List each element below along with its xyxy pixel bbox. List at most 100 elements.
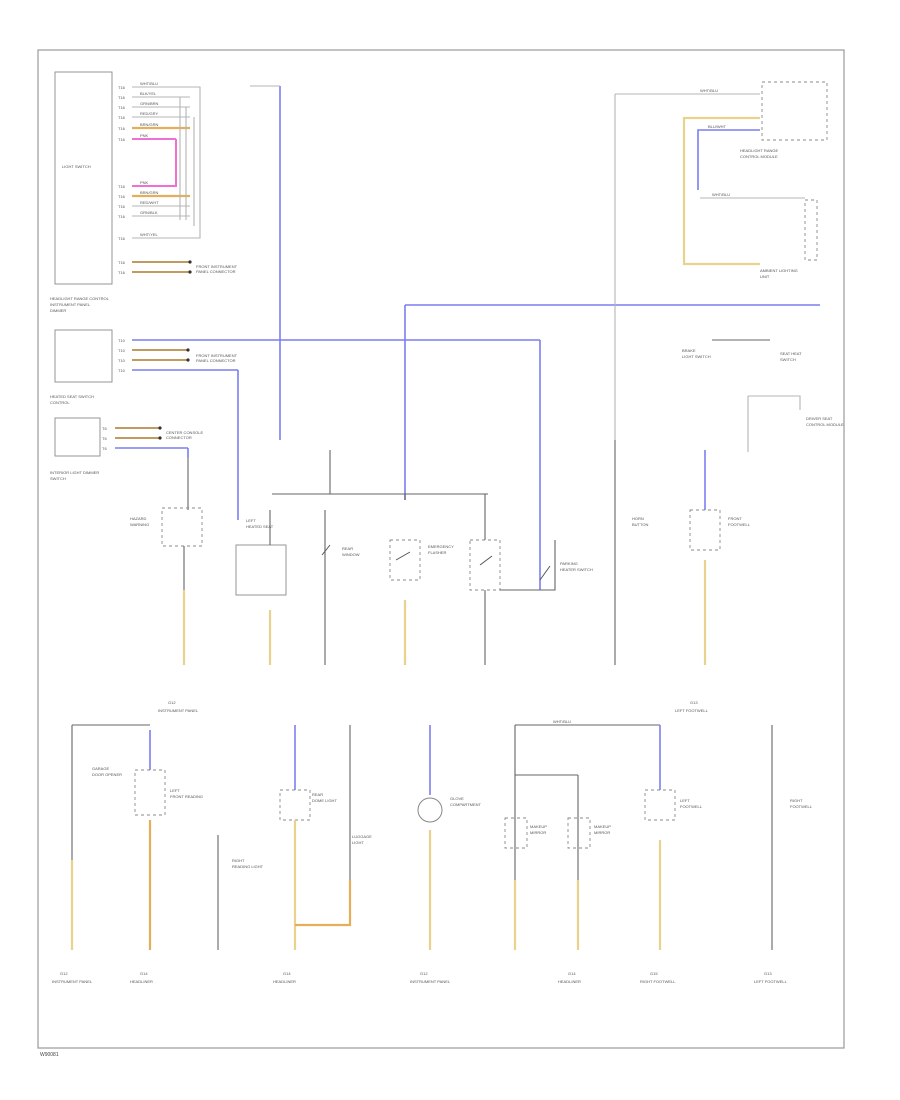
svg-text:T16: T16	[118, 236, 126, 241]
svg-text:CONNECTOR: CONNECTOR	[166, 435, 192, 440]
svg-text:T16: T16	[118, 137, 126, 142]
svg-text:HEATER SWITCH: HEATER SWITCH	[560, 567, 593, 572]
svg-text:FOOTWELL: FOOTWELL	[728, 522, 751, 527]
svg-text:CONTROL: CONTROL	[50, 400, 70, 405]
svg-text:T10: T10	[118, 348, 126, 353]
svg-text:T16: T16	[118, 260, 126, 265]
svg-text:INSTRUMENT PANEL: INSTRUMENT PANEL	[158, 708, 199, 713]
svg-text:T16: T16	[118, 270, 126, 275]
svg-text:WARNING: WARNING	[130, 522, 149, 527]
blue-trunk-wires	[187, 85, 820, 590]
svg-text:T10: T10	[118, 368, 126, 373]
svg-text:HEATED SEAT SWITCH: HEATED SEAT SWITCH	[50, 394, 94, 399]
svg-text:UNIT: UNIT	[760, 274, 770, 279]
svg-text:CONTROL MODULE: CONTROL MODULE	[806, 422, 844, 427]
svg-text:G13: G13	[690, 700, 698, 705]
svg-text:MIRROR: MIRROR	[530, 830, 546, 835]
svg-text:DOOR OPENER: DOOR OPENER	[92, 772, 122, 777]
svg-text:G13: G13	[764, 971, 772, 976]
svg-text:T6: T6	[102, 446, 107, 451]
svg-text:REAR: REAR	[342, 546, 353, 551]
svg-text:T16: T16	[118, 95, 126, 100]
svg-text:FRONT: FRONT	[728, 516, 742, 521]
svg-text:LEFT FOOTWELL: LEFT FOOTWELL	[675, 708, 709, 713]
svg-text:READING LIGHT: READING LIGHT	[232, 864, 264, 869]
top-right-module: HEADLIGHT RANGE CONTROL MODULE WHT/BLU B…	[614, 81, 828, 440]
svg-text:GRN/BRN: GRN/BRN	[140, 101, 159, 106]
svg-text:T6: T6	[102, 426, 107, 431]
svg-text:DRIVER SEAT: DRIVER SEAT	[806, 416, 833, 421]
svg-text:EMERGENCY: EMERGENCY	[428, 544, 454, 549]
svg-text:BUTTON: BUTTON	[632, 522, 648, 527]
svg-text:MIRROR: MIRROR	[594, 830, 610, 835]
svg-text:GARAGE: GARAGE	[92, 766, 109, 771]
svg-text:LUGGAGE: LUGGAGE	[352, 834, 372, 839]
svg-text:GLOVE: GLOVE	[450, 796, 464, 801]
svg-text:INSTRUMENT PANEL: INSTRUMENT PANEL	[50, 302, 91, 307]
svg-text:FOOTWELL: FOOTWELL	[680, 804, 703, 809]
svg-text:PANEL CONNECTOR: PANEL CONNECTOR	[196, 358, 236, 363]
svg-text:INSTRUMENT PANEL: INSTRUMENT PANEL	[52, 979, 93, 984]
svg-text:MAKEUP: MAKEUP	[530, 824, 547, 829]
svg-text:T16: T16	[118, 194, 126, 199]
svg-text:BRN/GRN: BRN/GRN	[140, 122, 159, 127]
svg-text:BLK/YEL: BLK/YEL	[140, 91, 157, 96]
svg-text:T16: T16	[118, 204, 126, 209]
svg-text:LEFT: LEFT	[170, 788, 180, 793]
svg-text:HEATED SEAT: HEATED SEAT	[246, 524, 274, 529]
svg-text:T16: T16	[118, 126, 126, 131]
svg-text:HEADLIGHT RANGE CONTROL: HEADLIGHT RANGE CONTROL	[50, 296, 110, 301]
svg-text:HEADLIGHT RANGE: HEADLIGHT RANGE	[740, 148, 778, 153]
svg-text:LEFT: LEFT	[680, 798, 690, 803]
svg-text:HEADLINER: HEADLINER	[558, 979, 581, 984]
svg-text:BRN/GRN: BRN/GRN	[140, 190, 159, 195]
svg-text:FRONT INSTRUMENT: FRONT INSTRUMENT	[196, 264, 238, 269]
light-switch-module: LIGHT SWITCH HEADLIGHT RANGE CONTROL INS…	[50, 71, 113, 313]
svg-text:LIGHT: LIGHT	[352, 840, 364, 845]
svg-text:CENTER CONSOLE: CENTER CONSOLE	[166, 430, 203, 435]
svg-text:T16: T16	[118, 105, 126, 110]
svg-text:SWITCH: SWITCH	[780, 357, 796, 362]
svg-text:RIGHT FOOTWELL: RIGHT FOOTWELL	[640, 979, 676, 984]
svg-text:RIGHT: RIGHT	[790, 798, 803, 803]
svg-text:WHT/BLU: WHT/BLU	[700, 88, 718, 93]
svg-text:T10: T10	[118, 338, 126, 343]
svg-text:INTERIOR LIGHT DIMMER: INTERIOR LIGHT DIMMER	[50, 470, 99, 475]
svg-text:LEFT: LEFT	[246, 518, 256, 523]
diagram-frame	[37, 49, 845, 1049]
svg-text:PNK: PNK	[140, 133, 149, 138]
svg-text:RED/WHT: RED/WHT	[140, 200, 159, 205]
svg-text:SWITCH: SWITCH	[50, 476, 66, 481]
svg-text:BLU/WHT: BLU/WHT	[708, 124, 727, 129]
svg-text:COMPARTMENT: COMPARTMENT	[450, 802, 482, 807]
svg-text:FRONT READING: FRONT READING	[170, 794, 203, 799]
svg-text:AMBIENT LIGHTING: AMBIENT LIGHTING	[760, 268, 798, 273]
svg-text:CONTROL MODULE: CONTROL MODULE	[740, 154, 778, 159]
svg-text:HEADLINER: HEADLINER	[130, 979, 153, 984]
svg-text:PNK: PNK	[140, 180, 149, 185]
svg-text:G14: G14	[140, 971, 148, 976]
svg-text:G12: G12	[420, 971, 428, 976]
seat-heater-module: INTERIOR LIGHT DIMMER SWITCH	[50, 417, 101, 481]
svg-text:T16: T16	[118, 115, 126, 120]
svg-text:BRAKE: BRAKE	[682, 348, 696, 353]
footer-code: W90081	[40, 1052, 59, 1058]
svg-text:WINDOW: WINDOW	[342, 552, 360, 557]
svg-text:WHT/BLU: WHT/BLU	[553, 719, 571, 724]
svg-text:G12: G12	[60, 971, 68, 976]
svg-text:PARKING: PARKING	[560, 561, 578, 566]
svg-text:HORN: HORN	[632, 516, 644, 521]
svg-text:GRN/BLK: GRN/BLK	[140, 210, 158, 215]
svg-text:FOOTWELL: FOOTWELL	[790, 804, 813, 809]
svg-text:WHT/BLU: WHT/BLU	[140, 81, 158, 86]
svg-text:DIMMER: DIMMER	[50, 308, 66, 313]
svg-text:T16: T16	[118, 184, 126, 189]
svg-text:G15: G15	[650, 971, 658, 976]
